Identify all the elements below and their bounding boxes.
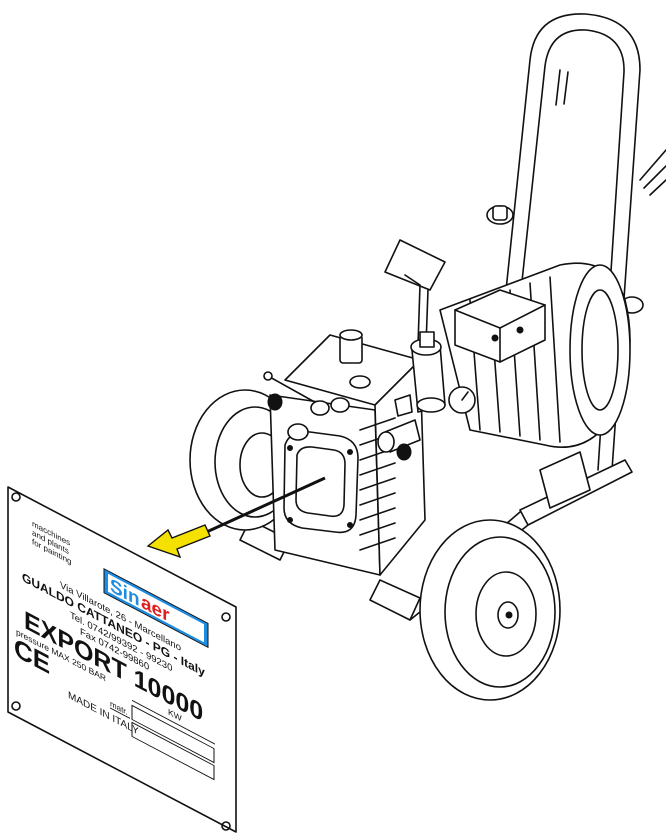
serial-number-box [131, 704, 215, 764]
pump-body [263, 329, 426, 576]
hopper-bracket [384, 239, 446, 346]
origin-box [131, 721, 215, 781]
nameplate-pointer [146, 476, 326, 559]
pressure-regulator [377, 331, 476, 461]
sinaer-logo: Sin aer [103, 567, 209, 649]
front-wheel [419, 519, 561, 701]
yellow-arrow-icon [146, 524, 211, 559]
kw-field [132, 699, 215, 745]
nameplate: macchines and plants for painting Sin ae… [7, 486, 237, 833]
electric-motor [439, 262, 631, 449]
